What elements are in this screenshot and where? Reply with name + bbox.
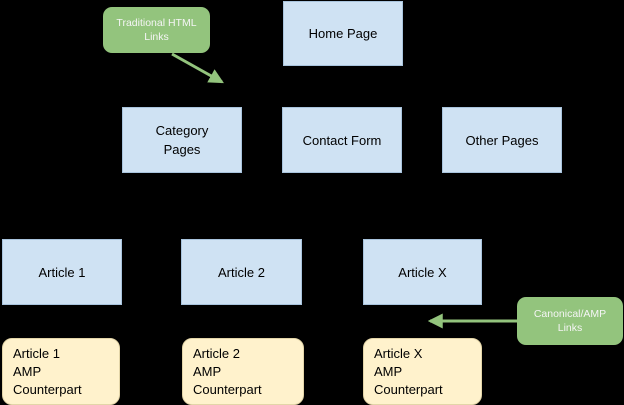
node-article-x: Article X: [363, 239, 482, 305]
node-category-pages: Category Pages: [122, 107, 242, 173]
node-article-1: Article 1: [2, 239, 122, 305]
callout-canonical-amp-links: Canonical/AMP Links: [517, 297, 623, 345]
node-article-2-amp-counterpart: Article 2 AMP Counterpart: [182, 338, 304, 405]
node-contact-form: Contact Form: [282, 107, 402, 173]
traditional-links-arrow: [171, 52, 224, 84]
node-article-1-amp-counterpart: Article 1 AMP Counterpart: [2, 338, 120, 405]
node-article-2: Article 2: [181, 239, 302, 305]
node-article-x-amp-counterpart: Article X AMP Counterpart: [363, 338, 482, 405]
node-other-pages: Other Pages: [442, 107, 562, 173]
node-home-page: Home Page: [283, 1, 403, 66]
callout-traditional-html-links: Traditional HTML Links: [103, 7, 210, 53]
